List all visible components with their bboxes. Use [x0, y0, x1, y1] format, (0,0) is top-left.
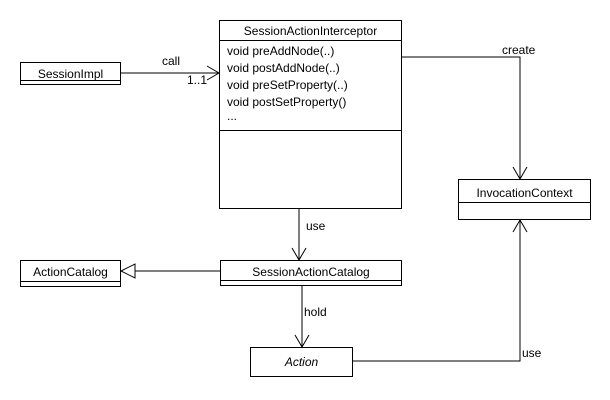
use-interceptor-label: use: [306, 219, 326, 233]
use-action-label: use: [522, 346, 542, 360]
use-action-arrowhead: [512, 219, 528, 233]
class-session-action-interceptor-divider-top: [220, 40, 401, 41]
class-action-catalog: ActionCatalog: [20, 260, 121, 287]
call-multiplicity-label: 1..1: [187, 73, 208, 87]
class-session-action-interceptor-operations: void preAddNode(..) void postAddNode(..)…: [227, 43, 348, 122]
create-label: create: [502, 43, 536, 57]
class-invocation-context-name: InvocationContext: [476, 186, 573, 200]
inheritance-arrowhead: [119, 263, 136, 279]
operation-pre-add-node: void preAddNode(..): [227, 44, 335, 58]
operation-post-add-node: void postAddNode(..): [227, 61, 340, 75]
class-session-action-catalog: SessionActionCatalog: [220, 260, 402, 286]
class-action-name: Action: [284, 355, 319, 369]
class-action-catalog-divider: [21, 281, 120, 282]
class-session-impl-divider: [21, 80, 120, 81]
class-session-action-interceptor-divider-bottom: [220, 130, 401, 131]
operation-post-set-property: void postSetProperty(): [227, 95, 347, 109]
class-session-action-interceptor-name: SessionActionInterceptor: [243, 24, 378, 38]
operation-ellipsis: ...: [227, 109, 238, 123]
class-invocation-context: InvocationContext: [458, 179, 591, 220]
create-connector: [402, 56, 521, 179]
class-session-action-interceptor: SessionActionInterceptor void preAddNode…: [219, 20, 402, 209]
class-action-catalog-name: ActionCatalog: [33, 265, 108, 279]
class-action: Action: [250, 347, 353, 377]
class-session-impl-name: SessionImpl: [37, 67, 104, 81]
call-label: call: [162, 54, 181, 68]
class-session-action-catalog-divider: [221, 280, 401, 281]
use-action-connector: [353, 220, 521, 362]
class-invocation-context-divider: [459, 202, 590, 203]
hold-label: hold: [304, 305, 327, 319]
class-session-impl: SessionImpl: [20, 62, 121, 85]
operation-pre-set-property: void preSetProperty(..): [227, 78, 348, 92]
class-session-action-catalog-name: SessionActionCatalog: [252, 265, 370, 279]
